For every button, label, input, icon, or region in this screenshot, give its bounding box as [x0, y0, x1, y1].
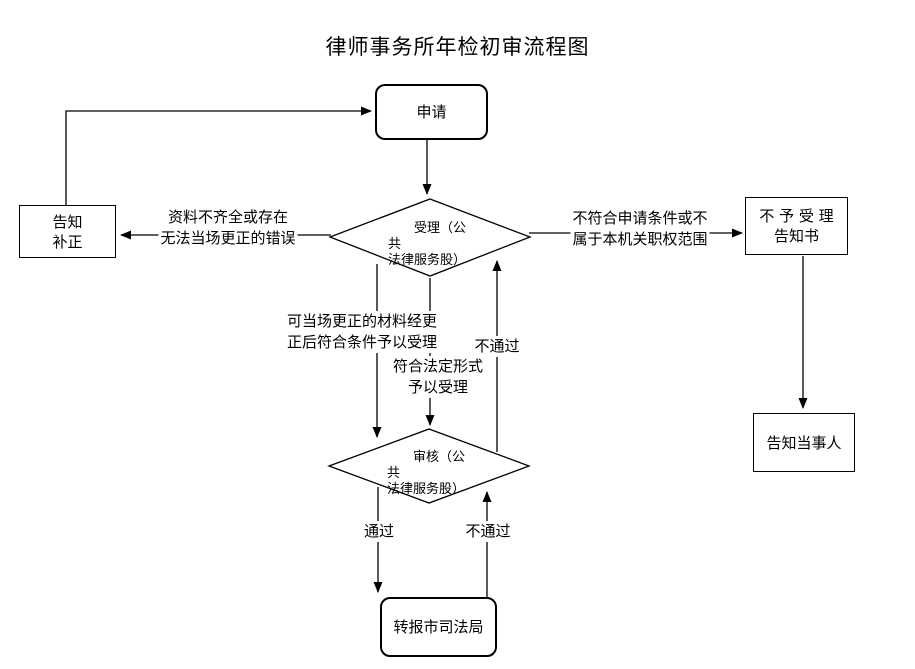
edge-label-legal-form: 符合法定形式 予以受理 — [390, 356, 486, 398]
edge-label-not-qualified: 不符合申请条件或不 属于本机关职权范围 — [570, 208, 710, 250]
forward-bureau-label: 转报市司法局 — [393, 618, 484, 636]
edge-label-pass: 通过 — [361, 521, 397, 542]
edge-label-incomplete: 资料不齐全或存在 无法当场更正的错误 — [158, 207, 298, 249]
apply-node: 申请 — [375, 84, 488, 140]
notify-correction-node: 告知 补正 — [19, 205, 116, 258]
notify-correction-label: 告知 补正 — [52, 212, 83, 251]
accept-diamond-shape — [328, 198, 532, 277]
edge-label-fail-upper: 不通过 — [472, 336, 522, 357]
reject-notice-node: 不 予 受 理 告知书 — [745, 197, 848, 255]
apply-node-label: 申请 — [416, 103, 447, 121]
edge-label-correctable: 可当场更正的材料经更 正后符合条件予以受理 — [284, 311, 440, 353]
forward-bureau-node: 转报市司法局 — [380, 597, 497, 657]
inform-party-label: 告知当事人 — [766, 433, 842, 452]
reject-notice-label: 不 予 受 理 告知书 — [759, 207, 834, 245]
page-title: 律师事务所年检初审流程图 — [325, 35, 590, 59]
review-diamond-shape — [327, 428, 531, 504]
review-diamond-label: 审核（公共 法律服务股） — [387, 450, 466, 497]
edge-correction-loop-to-apply — [65, 106, 372, 205]
edge-label-fail-lower: 不通过 — [463, 521, 513, 542]
accept-diamond-label: 受理（公共 法律服务股） — [388, 221, 467, 268]
inform-party-node: 告知当事人 — [753, 413, 855, 472]
